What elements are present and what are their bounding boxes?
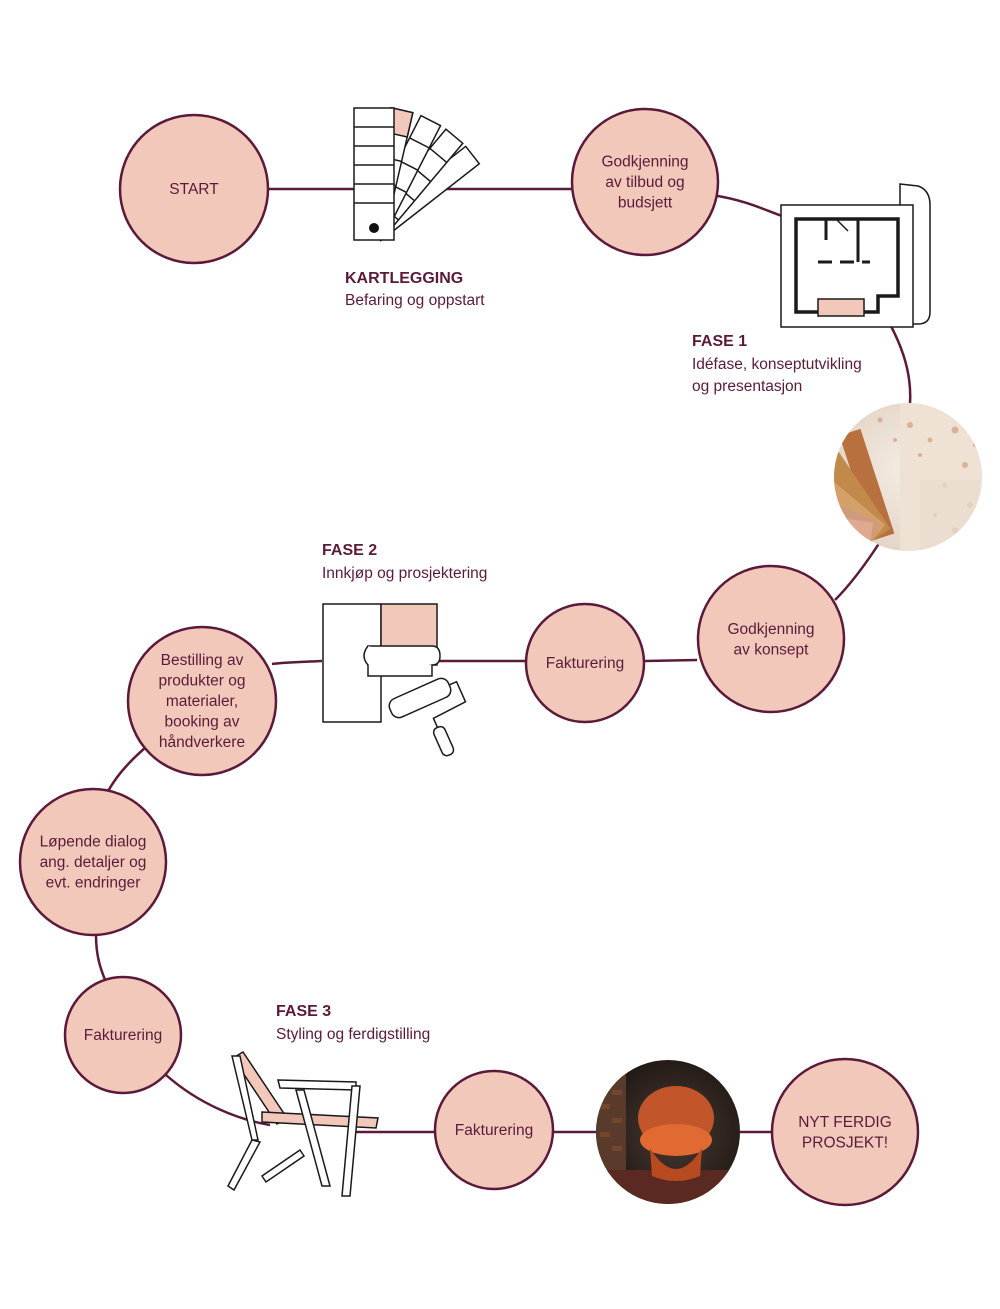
node-godkjenning-tilbud: Godkjenning av tilbud og budsjett xyxy=(570,107,720,257)
phase-kartlegging: KARTLEGGING Befaring og oppstart xyxy=(345,270,485,309)
node-text-line: Fakturering xyxy=(455,1122,533,1139)
phase-fase1-title: FASE 1 xyxy=(692,333,747,350)
node-bestilling-label: Bestilling av produkter og materialer, book… xyxy=(158,652,245,751)
node-godkjenning-tilbud-label: Godkjenning av tilbud og budsjett xyxy=(601,154,688,212)
phase-fase3: FASE 3 Styling og ferdigstilling xyxy=(276,1003,430,1043)
node-nytt-prosjekt-label: NYT FERDIG PROSJEKT! xyxy=(798,1114,892,1152)
node-text-line: Godkjenning xyxy=(601,154,688,171)
node-text-line: Fakturering xyxy=(84,1027,162,1044)
node-text-line: booking av xyxy=(165,714,240,731)
node-godkjenning-konsept: Godkjenning av konsept xyxy=(696,564,846,714)
material-samples-photo xyxy=(834,403,982,551)
node-lopende-dialog-label: Løpende dialog ang. detaljer og evt. endri… xyxy=(40,834,147,892)
orange-armchair-photo xyxy=(596,1060,740,1204)
node-text-line: håndverkere xyxy=(159,734,245,751)
node-fakturering-2-label: Fakturering xyxy=(84,1027,162,1044)
node-fakturering-3: Fakturering xyxy=(433,1069,555,1191)
phase-fase2-subtitle: Innkjøp og prosjektering xyxy=(322,565,487,582)
node-text-line: PROSJEKT! xyxy=(802,1134,888,1151)
phase-fase2-title: FASE 2 xyxy=(322,542,377,559)
node-fakturering-1-label: Fakturering xyxy=(546,655,624,672)
phase-subtitle-line: Innkjøp og prosjektering xyxy=(322,565,487,582)
node-text-line: Godkjenning xyxy=(727,621,814,638)
node-fakturering-1: Fakturering xyxy=(524,602,646,724)
node-godkjenning-konsept-label: Godkjenning av konsept xyxy=(727,621,814,659)
phase-subtitle-line: Styling og ferdigstilling xyxy=(276,1026,430,1043)
node-text-line: Løpende dialog xyxy=(40,834,147,851)
phase-subtitle-line: Befaring og oppstart xyxy=(345,292,485,309)
node-nytt-prosjekt: NYT FERDIG PROSJEKT! xyxy=(770,1057,920,1207)
node-lopende-dialog: Løpende dialog ang. detaljer og evt. endri… xyxy=(18,787,168,937)
node-text-line: Bestilling av xyxy=(161,652,244,669)
floor-plan-icon xyxy=(780,183,931,328)
node-fakturering-3-label: Fakturering xyxy=(455,1122,533,1139)
lounge-chair-icon xyxy=(227,1050,379,1197)
color-swatch-fan-icon xyxy=(353,106,481,242)
phase-subtitle-line: Idéfase, konseptutvikling xyxy=(692,356,862,373)
node-text-line: START xyxy=(169,181,219,198)
wallpaper-roller-icon xyxy=(322,603,467,757)
node-start-label: START xyxy=(169,181,219,198)
node-text-line: budsjett xyxy=(618,195,673,212)
node-text-line: evt. endringer xyxy=(46,875,141,892)
node-text-line: Fakturering xyxy=(546,655,624,672)
node-text-line: NYT FERDIG xyxy=(798,1114,892,1131)
node-text-line: av tilbud og xyxy=(605,174,684,191)
node-start: START xyxy=(118,113,270,265)
phase-fase1-subtitle: Idéfase, konseptutvikling og presentasjon xyxy=(692,356,862,395)
node-text-line: ang. detaljer og xyxy=(40,854,147,871)
node-bestilling: Bestilling av produkter og materialer, book… xyxy=(126,625,278,777)
phase-fase3-subtitle: Styling og ferdigstilling xyxy=(276,1026,430,1043)
phase-subtitle-line: og presentasjon xyxy=(692,378,802,395)
phase-fase2: FASE 2 Innkjøp og prosjektering xyxy=(322,542,487,582)
phase-fase1: FASE 1 Idéfase, konseptutvikling og prese… xyxy=(692,333,862,395)
phase-kartlegging-subtitle: Befaring og oppstart xyxy=(345,292,485,309)
node-text-line: av konsept xyxy=(734,641,810,658)
node-text-line: materialer, xyxy=(166,693,238,710)
phase-fase3-title: FASE 3 xyxy=(276,1003,331,1020)
phase-kartlegging-title: KARTLEGGING xyxy=(345,270,463,287)
node-text-line: produkter og xyxy=(158,673,245,690)
node-fakturering-2: Fakturering xyxy=(63,975,183,1095)
